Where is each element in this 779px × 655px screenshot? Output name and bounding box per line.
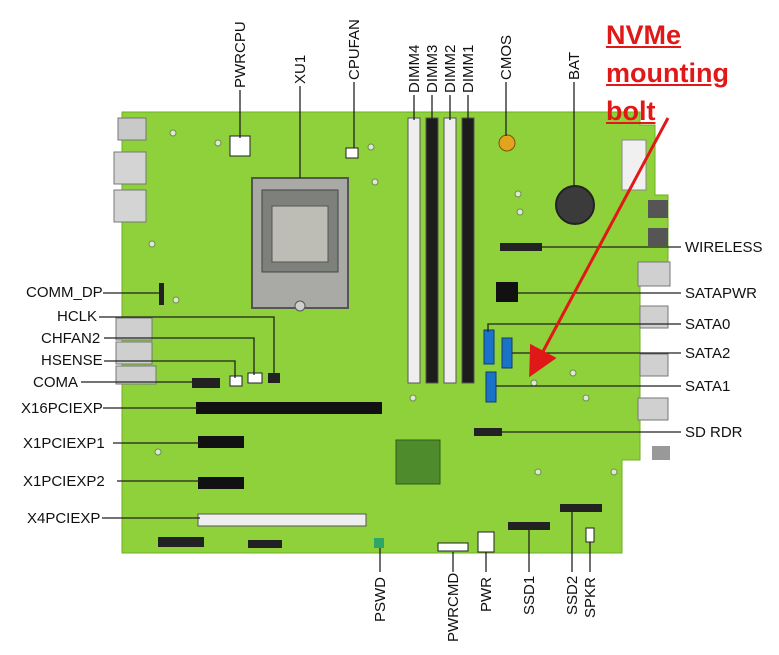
label-dimm4: DIMM4 (406, 44, 423, 93)
label-wireless: WIRELESS (685, 239, 763, 256)
label-cmos: CMOS (498, 35, 515, 80)
label-satapwr: SATAPWR (685, 285, 757, 302)
rear-io-ports (113, 117, 157, 385)
label-chfan2: CHFAN2 (41, 330, 101, 347)
label-cpufan: CPUFAN (346, 19, 363, 80)
x1pciexp2-slot (198, 477, 244, 489)
label-pswd: PSWD (372, 577, 389, 622)
label-comm-dp: COMM_DP (26, 284, 103, 301)
battery-bat (555, 185, 595, 225)
front-io-ports (621, 139, 671, 460)
chfan2-header (247, 372, 263, 384)
label-sata0: SATA0 (685, 316, 731, 333)
sata2-port (501, 337, 513, 369)
nvme-callout-text: NVMe mounting bolt (606, 16, 729, 130)
hsense-header (229, 375, 243, 387)
label-bat: BAT (566, 51, 583, 80)
hclk-header (268, 373, 280, 383)
leader-lines (81, 82, 681, 572)
label-x16pciexp: X16PCIEXP (21, 400, 103, 417)
callout-arrow (529, 117, 670, 378)
mounting-holes (148, 129, 618, 476)
label-x1pciexp2: X1PCIEXP2 (23, 473, 105, 490)
label-hsense: HSENSE (41, 352, 103, 369)
callout-line-2: mounting (606, 58, 729, 88)
comm-dp-header (159, 283, 164, 305)
x1pciexp1-slot (198, 436, 244, 448)
cmos-jumper (498, 134, 516, 152)
sd-rdr-connector (474, 428, 502, 436)
label-pwrcpu: PWRCPU (232, 21, 249, 88)
callout-line-3: bolt (606, 96, 656, 126)
chipset (395, 439, 441, 485)
label-pwr: PWR (478, 577, 495, 612)
callout-line-1: NVMe (606, 20, 682, 50)
cpufan-connector (345, 147, 359, 159)
sata1-port (485, 371, 497, 403)
cpu-socket-xu1 (251, 177, 349, 312)
label-xu1: XU1 (292, 54, 309, 84)
label-hclk: HCLK (57, 308, 98, 325)
label-sata1: SATA1 (685, 378, 731, 395)
sata0-port (483, 329, 495, 365)
label-coma: COMA (33, 374, 78, 391)
label-sd-rdr: SD RDR (685, 424, 743, 441)
label-sata2: SATA2 (685, 345, 731, 362)
coma-header (192, 378, 220, 388)
x16pciexp-slot (196, 402, 382, 414)
pwrcpu-connector (229, 135, 251, 157)
label-ssd2: SSD2 (564, 575, 581, 615)
label-spkr: SPKR (582, 577, 599, 618)
label-ssd1: SSD1 (521, 575, 538, 615)
label-dimm3: DIMM3 (424, 44, 441, 93)
label-dimm2: DIMM2 (442, 44, 459, 93)
label-dimm1: DIMM1 (460, 44, 477, 93)
label-pwrcmd: PWRCMD (445, 572, 462, 642)
satapwr-connector (496, 282, 518, 302)
label-x1pciexp1: X1PCIEXP1 (23, 435, 105, 452)
wireless-slot (500, 243, 542, 251)
label-x4pciexp: X4PCIEXP (27, 510, 101, 527)
x4pciexp-slot (197, 513, 367, 527)
